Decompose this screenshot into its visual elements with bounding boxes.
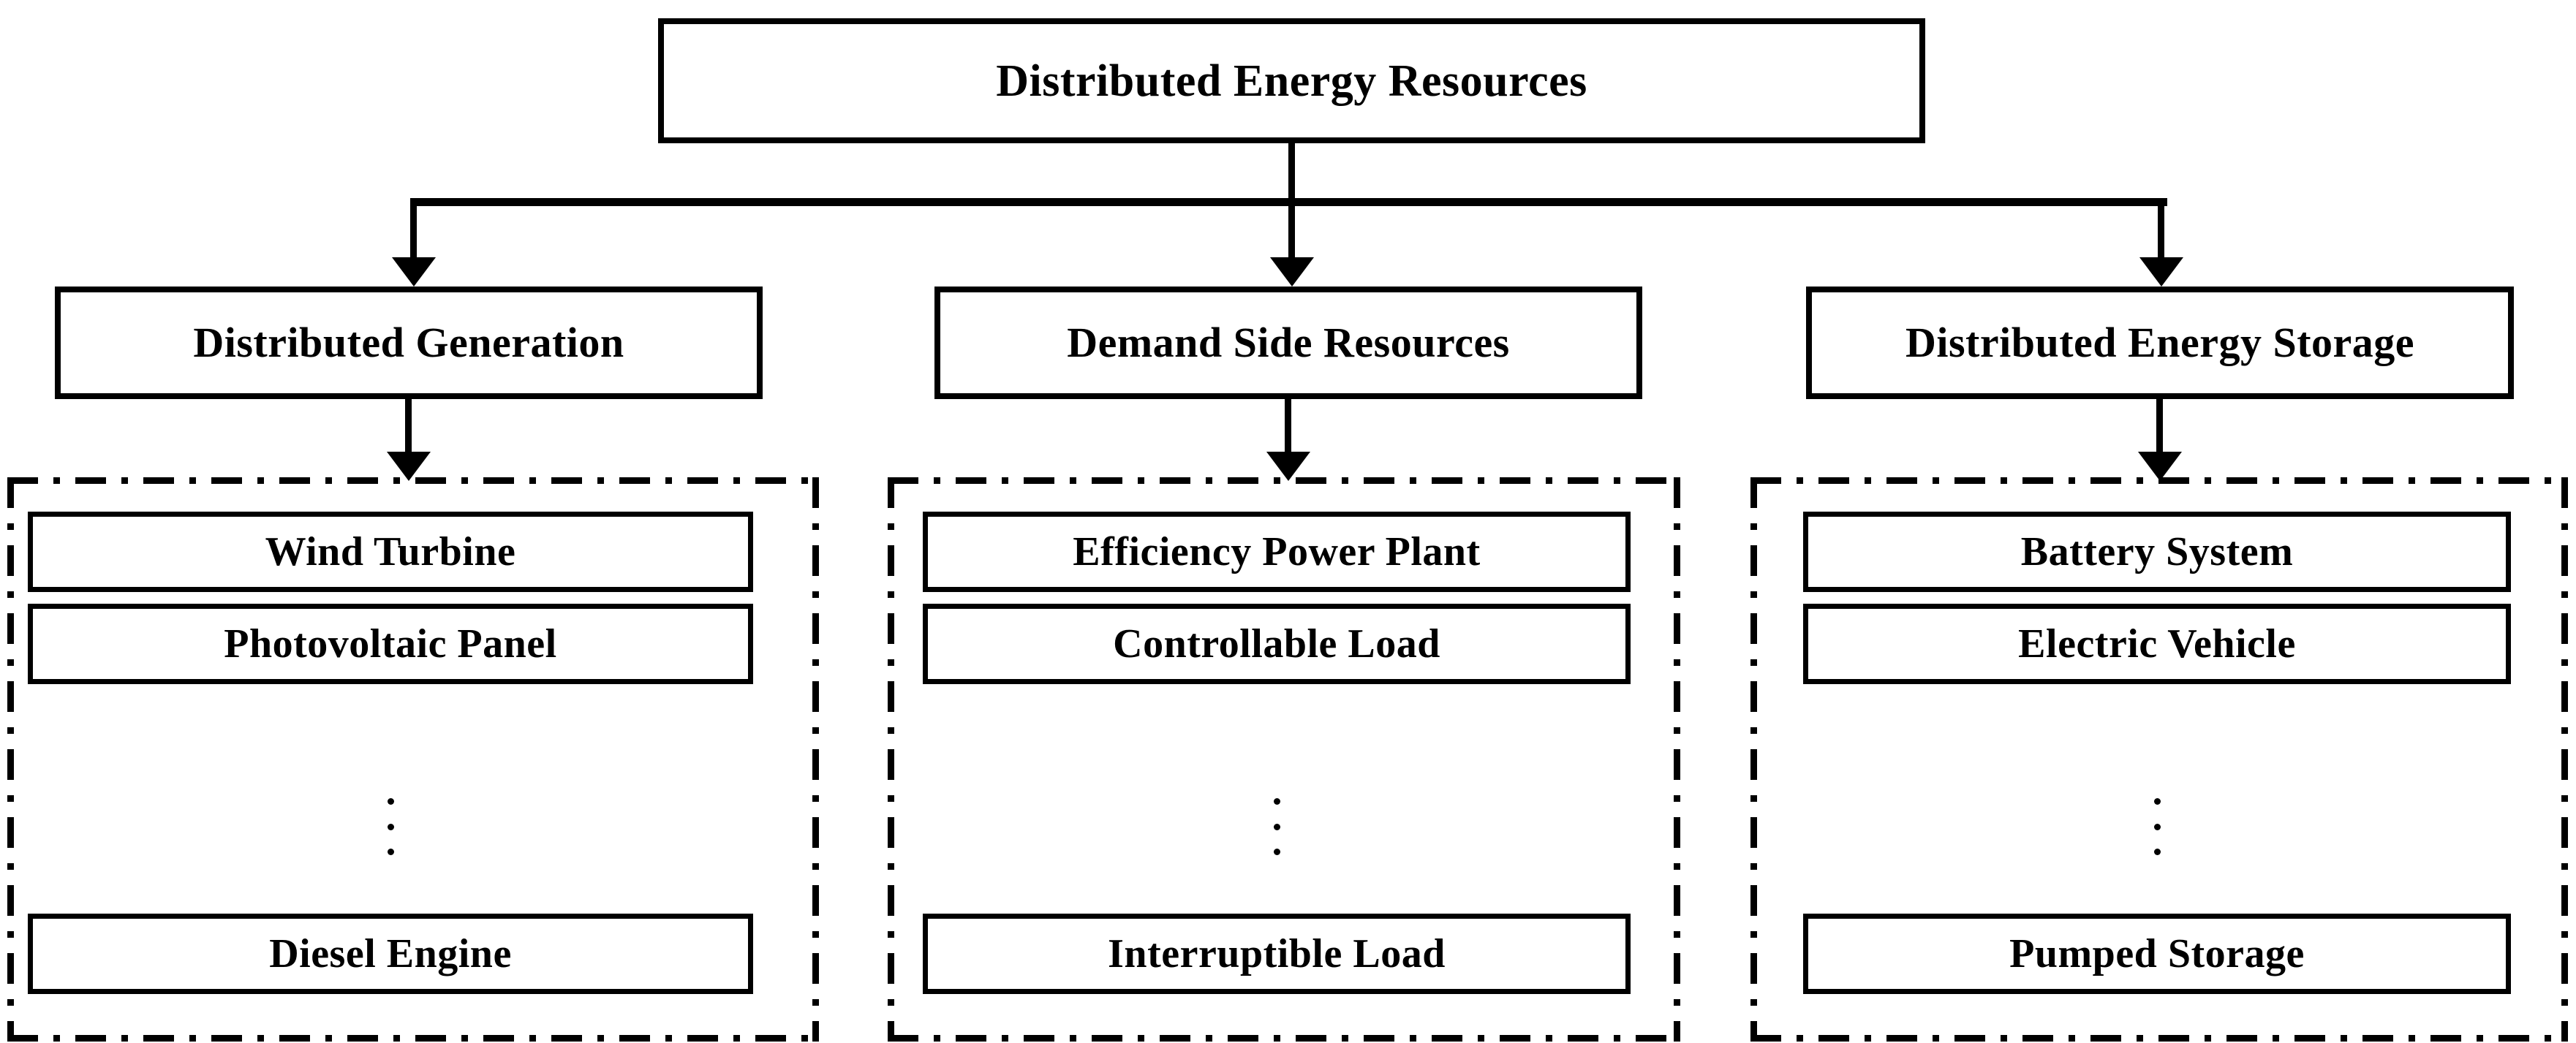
group-distributed-energy-storage [1750, 477, 2568, 1042]
connector-drop-right [2158, 198, 2164, 264]
connector-root-stem [1288, 143, 1295, 206]
node-distributed-energy-resources[interactable]: Distributed Energy Resources [658, 18, 1925, 143]
leaf-photovoltaic-panel[interactable]: Photovoltaic Panel [28, 604, 753, 684]
arrowhead-down-left [392, 257, 436, 287]
arrowhead-down-middle [1270, 257, 1314, 287]
leaf-wind-turbine[interactable]: Wind Turbine [28, 512, 753, 592]
connector-group-right [2156, 399, 2163, 458]
group-border-top [1750, 477, 2568, 484]
group-border-right [1674, 477, 1680, 1042]
ellipsis-dot [2154, 823, 2161, 830]
leaf-label: Efficiency Power Plant [1073, 529, 1481, 574]
group-border-bottom [1750, 1035, 2568, 1042]
ellipsis-dot [1274, 798, 1280, 805]
leaf-label: Battery System [2020, 529, 2294, 574]
group-border-left [7, 477, 14, 1042]
node-label: Distributed Generation [193, 319, 624, 366]
ellipsis-dot [1274, 849, 1280, 855]
arrowhead-group-right [2138, 452, 2182, 481]
ellipsis-dot [388, 823, 394, 830]
node-distributed-energy-storage[interactable]: Distributed Energy Storage [1806, 287, 2514, 399]
group-demand-side-resources [888, 477, 1680, 1042]
leaf-label: Diesel Engine [269, 931, 512, 976]
arrowhead-group-left [387, 452, 431, 481]
group-border-left [888, 477, 894, 1042]
group-border-right [812, 477, 819, 1042]
node-label: Demand Side Resources [1067, 319, 1510, 366]
leaf-label: Photovoltaic Panel [224, 621, 557, 667]
leaf-label: Electric Vehicle [2018, 621, 2296, 667]
ellipsis-dot [1274, 823, 1280, 830]
connector-drop-middle [1288, 198, 1295, 264]
group-border-right [2561, 477, 2568, 1042]
group-border-top [7, 477, 819, 484]
leaf-pumped-storage[interactable]: Pumped Storage [1803, 914, 2511, 994]
connector-group-left [405, 399, 412, 458]
node-distributed-generation[interactable]: Distributed Generation [55, 287, 763, 399]
group-border-left [1750, 477, 1757, 1042]
ellipsis-distributed-energy-storage [2154, 798, 2161, 855]
group-distributed-generation [7, 477, 819, 1042]
leaf-battery-system[interactable]: Battery System [1803, 512, 2511, 592]
node-label: Distributed Energy Storage [1905, 319, 2415, 366]
connector-drop-left [410, 198, 417, 264]
group-border-top [888, 477, 1680, 484]
ellipsis-dot [2154, 798, 2161, 805]
ellipsis-dot [2154, 849, 2161, 855]
connector-group-middle [1285, 399, 1291, 458]
node-label: Distributed Energy Resources [996, 56, 1587, 106]
leaf-interruptible-load[interactable]: Interruptible Load [923, 914, 1631, 994]
leaf-label: Controllable Load [1113, 621, 1440, 667]
leaf-label: Wind Turbine [265, 529, 516, 574]
ellipsis-demand-side-resources [1274, 798, 1280, 855]
arrowhead-down-right [2139, 257, 2183, 287]
leaf-efficiency-power-plant[interactable]: Efficiency Power Plant [923, 512, 1631, 592]
leaf-electric-vehicle[interactable]: Electric Vehicle [1803, 604, 2511, 684]
group-border-bottom [7, 1035, 819, 1042]
leaf-label: Interruptible Load [1108, 931, 1446, 976]
leaf-diesel-engine[interactable]: Diesel Engine [28, 914, 753, 994]
ellipsis-dot [388, 798, 394, 805]
group-border-bottom [888, 1035, 1680, 1042]
leaf-controllable-load[interactable]: Controllable Load [923, 604, 1631, 684]
node-demand-side-resources[interactable]: Demand Side Resources [934, 287, 1642, 399]
arrowhead-group-middle [1266, 452, 1310, 481]
ellipsis-distributed-generation [388, 798, 394, 855]
ellipsis-dot [388, 849, 394, 855]
leaf-label: Pumped Storage [2009, 931, 2305, 976]
